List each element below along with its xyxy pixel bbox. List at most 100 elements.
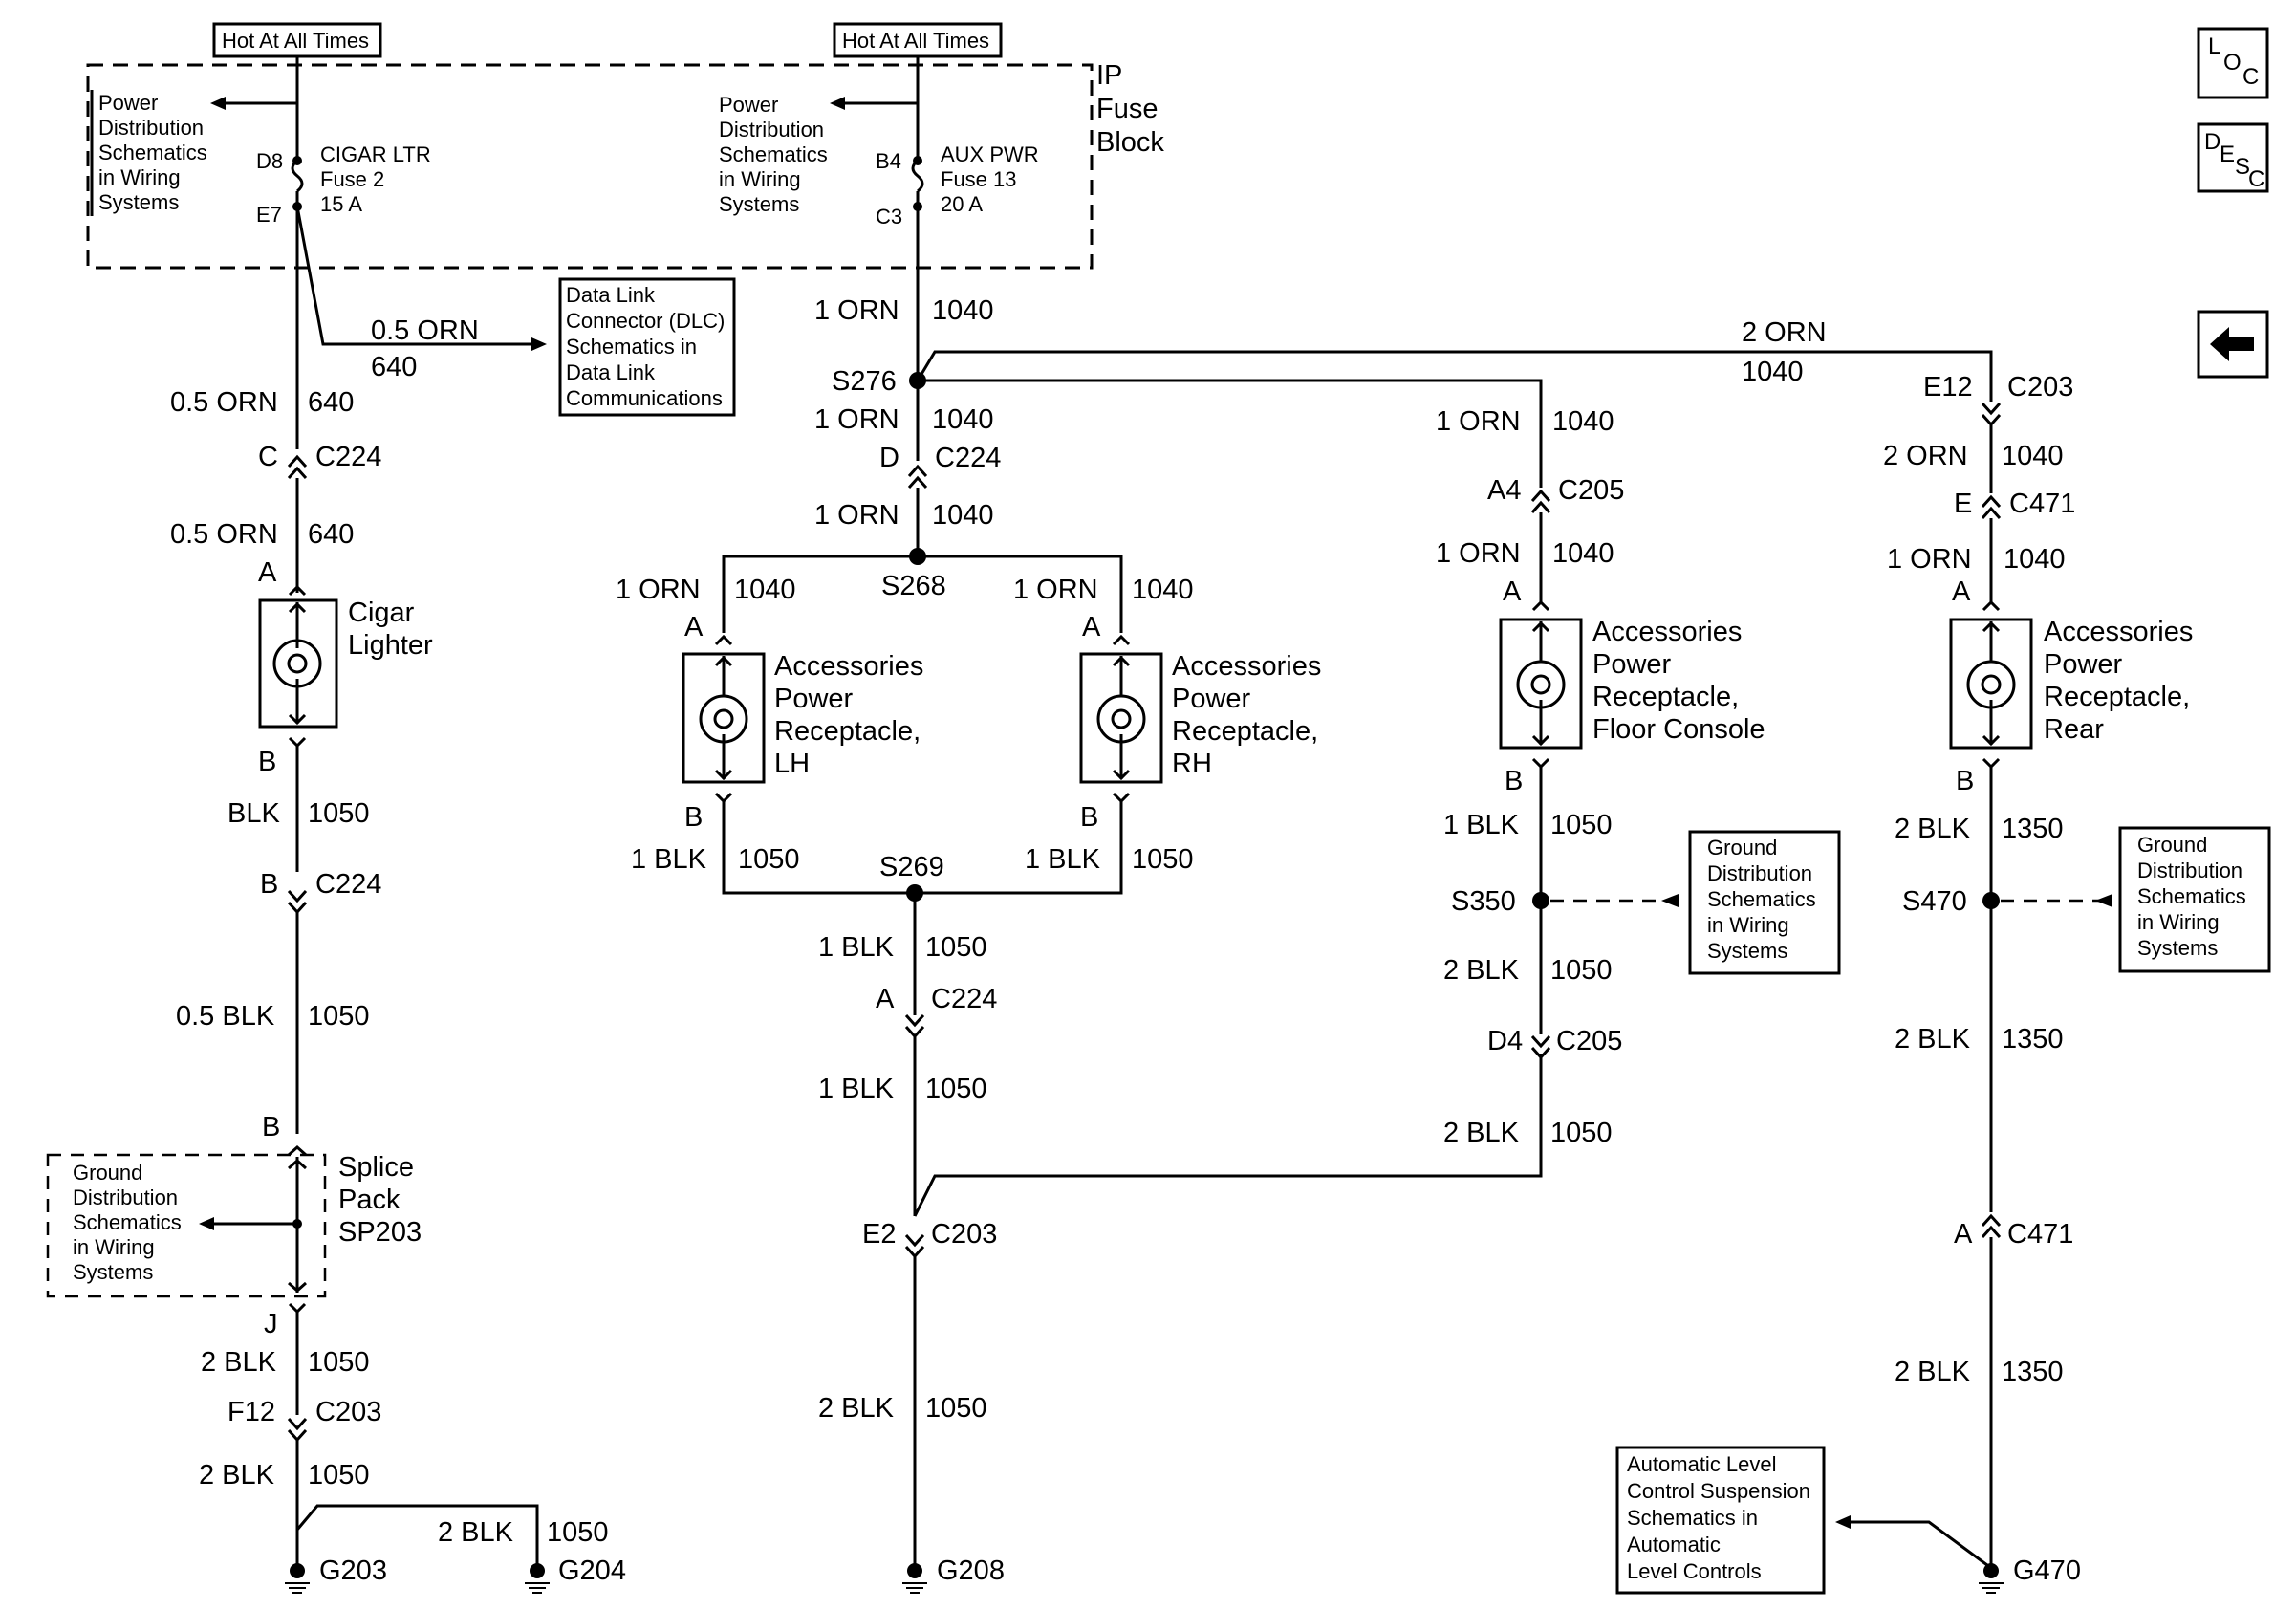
col1-wire-6: 2 BLK bbox=[199, 1460, 275, 1490]
svg-text:Systems: Systems bbox=[719, 192, 799, 216]
svg-text:Ground: Ground bbox=[73, 1161, 142, 1185]
svg-text:Pack: Pack bbox=[338, 1185, 401, 1215]
svg-text:E7: E7 bbox=[256, 203, 282, 227]
dlc-wire-label: 0.5 ORN bbox=[371, 315, 479, 346]
svg-text:Accessories: Accessories bbox=[774, 651, 923, 682]
dlc-circuit-label: 640 bbox=[371, 352, 417, 382]
svg-text:C224: C224 bbox=[315, 442, 381, 472]
desc-icon[interactable]: D E S C bbox=[2197, 122, 2269, 193]
svg-text:C224: C224 bbox=[931, 984, 997, 1014]
connector-c203-col1: F12 C203 bbox=[227, 1397, 381, 1568]
power-distribution-ref-left: Power Distribution Schematics in Wiring … bbox=[90, 90, 207, 216]
svg-text:D: D bbox=[879, 443, 899, 473]
col4-wire-5: 2 BLK bbox=[1895, 1357, 1971, 1387]
svg-text:C203: C203 bbox=[931, 1219, 997, 1250]
svg-text:Distribution: Distribution bbox=[2137, 859, 2242, 882]
svg-text:C: C bbox=[258, 442, 278, 472]
svg-text:Accessories: Accessories bbox=[1592, 617, 1742, 647]
svg-text:C471: C471 bbox=[2009, 489, 2075, 519]
connector-c203-col4: E12 C203 bbox=[1923, 372, 2073, 493]
svg-text:O: O bbox=[2223, 50, 2242, 76]
svg-text:Splice: Splice bbox=[338, 1152, 414, 1183]
power-distribution-ref-right: Power Distribution Schematics in Wiring … bbox=[719, 93, 828, 216]
col1-splice-out: J bbox=[264, 1309, 278, 1339]
splice-s350 bbox=[1532, 892, 1549, 909]
svg-text:G470: G470 bbox=[2013, 1556, 2081, 1586]
lh-pin-a: A bbox=[684, 612, 704, 642]
svg-text:Power: Power bbox=[2044, 649, 2123, 680]
back-arrow-icon[interactable] bbox=[2197, 310, 2269, 379]
lh-circuit-b: 1050 bbox=[738, 844, 800, 875]
svg-text:Distribution: Distribution bbox=[1707, 861, 1812, 885]
lh-wire: 1 ORN bbox=[616, 575, 701, 605]
col4-circuit-1: 1040 bbox=[2002, 441, 2064, 471]
svg-text:CIGAR LTR: CIGAR LTR bbox=[320, 142, 431, 166]
rh-pin-b: B bbox=[1080, 802, 1098, 833]
svg-text:Schematics: Schematics bbox=[719, 142, 828, 166]
svg-text:Block: Block bbox=[1096, 127, 1164, 158]
col2-circuit-2: 1040 bbox=[932, 404, 994, 435]
ground-g203: G203 bbox=[285, 1556, 387, 1594]
lh-circuit: 1040 bbox=[734, 575, 796, 605]
col3-wire-2: 1 ORN bbox=[1436, 538, 1521, 569]
svg-text:C205: C205 bbox=[1556, 1026, 1622, 1056]
col4-wire-1: 2 ORN bbox=[1883, 441, 1968, 471]
ip-fuse-block-boundary bbox=[86, 63, 1094, 270]
svg-text:L: L bbox=[2208, 33, 2220, 59]
top-branch-wire: 2 ORN bbox=[1742, 317, 1827, 348]
svg-text:Distribution: Distribution bbox=[98, 116, 204, 140]
col4-wire-4: 2 BLK bbox=[1895, 1024, 1971, 1055]
svg-text:D8: D8 bbox=[256, 149, 283, 173]
col4-wire-3: 2 BLK bbox=[1895, 814, 1971, 844]
svg-text:Schematics: Schematics bbox=[73, 1210, 182, 1234]
loc-icon[interactable]: L O C bbox=[2197, 27, 2269, 99]
col1-circuit-6: 1050 bbox=[308, 1460, 370, 1490]
svg-text:in Wiring: in Wiring bbox=[2137, 910, 2220, 934]
col2-wire-2: 1 ORN bbox=[814, 404, 899, 435]
col1-circuit-3: 1050 bbox=[308, 798, 370, 829]
svg-text:Accessories: Accessories bbox=[1172, 651, 1321, 682]
alc-reference-box: Automatic Level Control Suspension Schem… bbox=[1615, 1446, 1826, 1595]
col1-circuit-2: 640 bbox=[308, 519, 354, 550]
svg-text:Automatic: Automatic bbox=[1627, 1533, 1721, 1556]
col1-pin-b: B bbox=[258, 747, 276, 777]
connector-c203-col2: E2 C203 bbox=[862, 1219, 997, 1568]
receptacle-rear: Accessories Power Receptacle, Rear bbox=[1949, 617, 2193, 750]
svg-text:Power: Power bbox=[774, 684, 854, 714]
connector-c224-col2-b: A C224 bbox=[876, 984, 997, 1216]
svg-text:C: C bbox=[2248, 166, 2264, 192]
svg-text:Data Link: Data Link bbox=[566, 360, 656, 384]
svg-text:Power: Power bbox=[1172, 684, 1251, 714]
col2-wire-6: 2 BLK bbox=[818, 1393, 895, 1424]
col1-circuit-4: 1050 bbox=[308, 1001, 370, 1032]
col2-wire-3: 1 ORN bbox=[814, 500, 899, 531]
lh-wire-b: 1 BLK bbox=[631, 844, 707, 875]
svg-text:C203: C203 bbox=[315, 1397, 381, 1427]
connector-c224-col1-b: B C224 bbox=[260, 869, 381, 1134]
col1-circuit-7: 1050 bbox=[547, 1517, 609, 1548]
col1-splice-pin: B bbox=[262, 1112, 280, 1142]
svg-text:Schematics in: Schematics in bbox=[1627, 1506, 1758, 1530]
svg-text:Schematics: Schematics bbox=[1707, 887, 1816, 911]
col3-wire-3: 1 BLK bbox=[1443, 810, 1520, 840]
svg-text:E2: E2 bbox=[862, 1219, 896, 1250]
ground-g208: G208 bbox=[902, 1556, 1005, 1594]
svg-text:C3: C3 bbox=[876, 205, 902, 228]
ground-g204: G204 bbox=[525, 1556, 626, 1594]
svg-text:Cigar: Cigar bbox=[348, 598, 415, 628]
rh-wire-b: 1 BLK bbox=[1025, 844, 1101, 875]
svg-text:SP203: SP203 bbox=[338, 1217, 422, 1248]
receptacle-floor-console: Accessories Power Receptacle, Floor Cons… bbox=[1499, 617, 1765, 750]
col2-circuit-5: 1050 bbox=[925, 1074, 987, 1104]
hot-label-left: Hot At All Times bbox=[212, 22, 382, 58]
svg-text:G208: G208 bbox=[937, 1556, 1005, 1586]
svg-text:Schematics in: Schematics in bbox=[566, 335, 697, 359]
svg-text:Automatic Level: Automatic Level bbox=[1627, 1452, 1777, 1476]
col4-pin-a: A bbox=[1952, 577, 1971, 607]
svg-text:A: A bbox=[1954, 1219, 1973, 1250]
col1-wire-5: 2 BLK bbox=[201, 1347, 277, 1378]
col2-circuit-4: 1050 bbox=[925, 932, 987, 963]
svg-text:C203: C203 bbox=[2007, 372, 2073, 402]
svg-text:E: E bbox=[1954, 489, 1972, 519]
